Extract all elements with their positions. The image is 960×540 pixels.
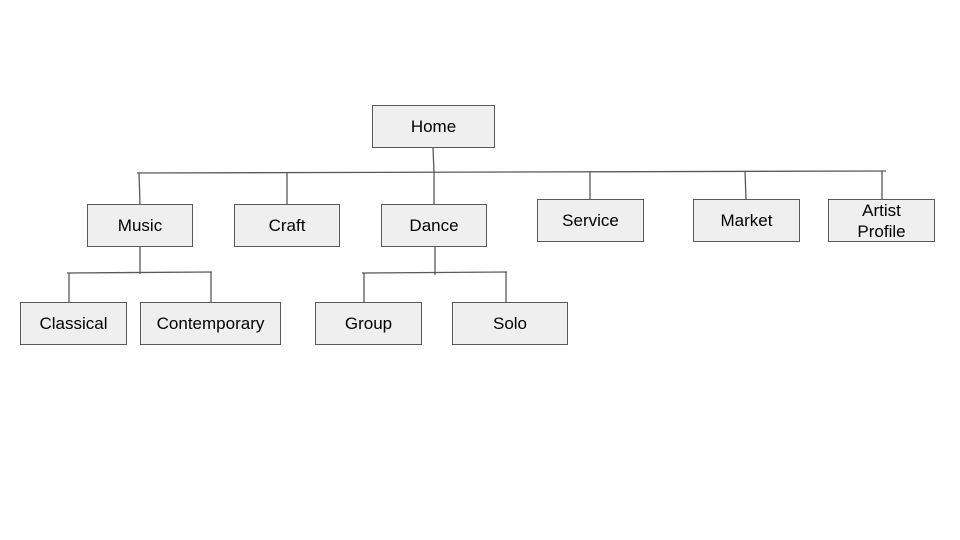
node-label-market: Market bbox=[720, 211, 773, 230]
node-classical: Classical bbox=[20, 302, 127, 345]
node-service: Service bbox=[537, 199, 644, 242]
connector-home-trunk bbox=[432, 147, 435, 173]
node-label-dance: Dance bbox=[409, 216, 459, 235]
node-label-craft: Craft bbox=[268, 216, 306, 235]
node-label-group: Group bbox=[344, 314, 393, 333]
connector-market bbox=[744, 170, 747, 200]
node-craft: Craft bbox=[234, 204, 340, 247]
connector-music bbox=[138, 172, 141, 205]
connector-music-bus bbox=[66, 271, 213, 274]
node-label-classical: Classical bbox=[39, 314, 108, 333]
node-dance: Dance bbox=[381, 204, 487, 247]
node-contemporary: Contemporary bbox=[140, 302, 281, 345]
node-label-contemporary: Contemporary bbox=[156, 314, 265, 333]
node-artist-profile: Artist Profile bbox=[828, 199, 935, 242]
node-home: Home bbox=[372, 105, 495, 148]
node-label-music: Music bbox=[117, 216, 163, 235]
connector-dance-bus bbox=[361, 271, 508, 274]
node-music: Music bbox=[87, 204, 193, 247]
connector-main-bus bbox=[136, 170, 887, 174]
node-solo: Solo bbox=[452, 302, 568, 345]
node-label-artist-profile: Artist Profile bbox=[857, 200, 906, 241]
node-label-solo: Solo bbox=[492, 314, 528, 333]
node-group: Group bbox=[315, 302, 422, 345]
node-label-home: Home bbox=[410, 117, 457, 136]
node-label-service: Service bbox=[562, 211, 619, 230]
node-market: Market bbox=[693, 199, 800, 242]
